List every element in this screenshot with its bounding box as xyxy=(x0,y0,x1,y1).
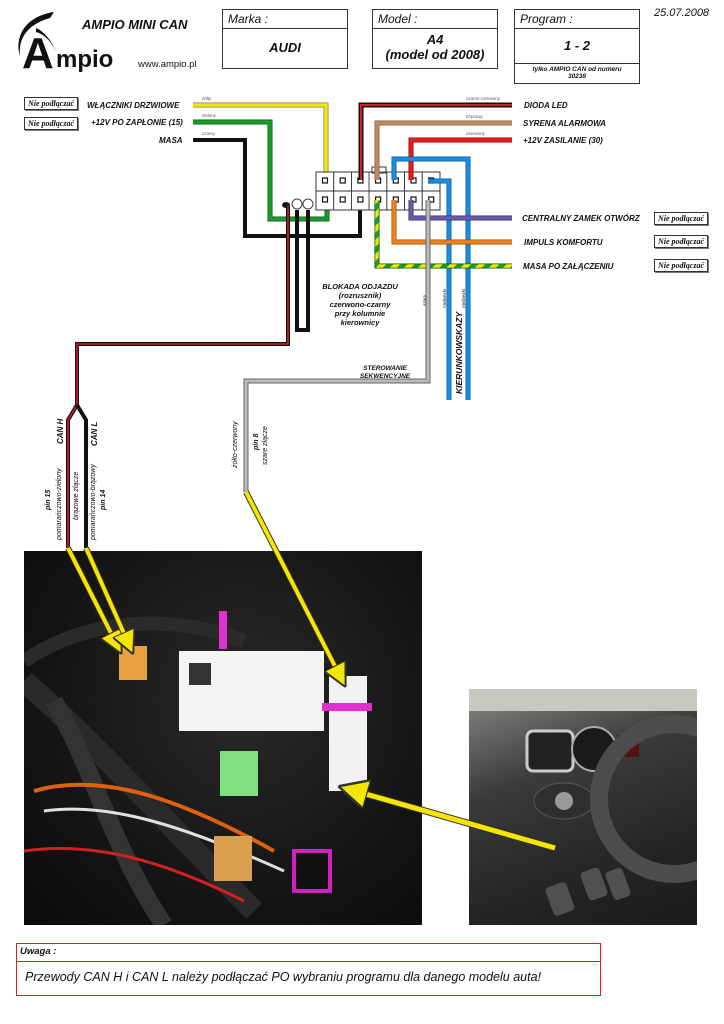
label-central-lock: CENTRALNY ZAMEK OTWÓRZ xyxy=(522,214,640,223)
wire-ground xyxy=(193,138,362,238)
wiring-diagram xyxy=(66,102,512,548)
warning-note: Uwaga : Przewody CAN H i CAN L należy po… xyxy=(16,943,601,996)
wire-ground-ignition xyxy=(374,200,512,269)
color-label-green: zielony xyxy=(202,113,217,118)
module-photo xyxy=(24,551,422,925)
color-label-blue-1: niebieski xyxy=(442,288,447,308)
program-label: Program : xyxy=(515,10,639,29)
not-connect-badge-ground: Nie podłączać xyxy=(654,259,708,272)
model-value-line2: (model od 2008) xyxy=(385,47,485,62)
wire-ignition xyxy=(193,119,330,222)
color-label-black-red: czarno-czerwony xyxy=(466,96,501,101)
logo-letter-a: A xyxy=(22,29,54,78)
sequential-label: STEROWANIE SEKWENCYJNE xyxy=(350,365,420,381)
color-label-grey: szary xyxy=(422,294,427,306)
wire-sequential xyxy=(243,200,431,492)
program-note-line2: 30238 xyxy=(567,73,587,80)
wire-can-bus xyxy=(66,202,290,548)
program-note-line1: tylko AMPIO CAN od numeru xyxy=(532,66,622,73)
sequential-line1: STEROWANIE xyxy=(363,365,407,372)
label-led: DIODA LED xyxy=(524,101,568,110)
connector-pin xyxy=(339,196,346,203)
turn-signals-label: KIERUNKOWSKAZY xyxy=(454,311,464,394)
immobilizer-line1: BLOKADA ODJAZDU xyxy=(322,282,398,291)
can-l-label: CAN L xyxy=(90,421,99,446)
ampio-logo: A mpio xyxy=(6,6,116,76)
wire-turn-signal-1 xyxy=(391,156,471,400)
logo-text: mpio xyxy=(56,46,114,73)
label-comfort: IMPULS KOMFORTU xyxy=(524,238,603,247)
warning-text: Przewody CAN H i CAN L należy podłączać … xyxy=(25,970,542,984)
color-label-blue-2: niebieski xyxy=(461,288,466,308)
label-door-switches: WŁĄCZNIKI DRZWIOWE xyxy=(87,101,180,110)
can-pin-h: pin 15 xyxy=(45,489,52,510)
sequential-line2: SEKWENCYJNE xyxy=(359,373,411,380)
connector-pin xyxy=(339,177,346,184)
can-h-color: pomarańczowo-zielony xyxy=(56,468,63,540)
connector-pin xyxy=(357,196,364,203)
marka-box: Marka : AUDI xyxy=(222,9,348,69)
grey-wire-color: żółto-czerwony xyxy=(232,421,239,468)
not-connect-badge-ignition: Nie podłączać xyxy=(24,117,78,130)
color-label-brown: brązowy xyxy=(466,114,483,119)
dashboard-photo xyxy=(469,689,697,925)
not-connect-badge-comfort: Nie podłączać xyxy=(654,235,708,248)
program-value: 1 - 2 xyxy=(515,29,639,64)
can-connector: brązowe złącze xyxy=(73,471,80,520)
model-box: Model : A4 (model od 2008) xyxy=(372,9,498,69)
grey-wire-connector: szare złącze xyxy=(262,426,269,465)
model-label: Model : xyxy=(373,10,497,29)
dashboard-photo-illustration xyxy=(469,689,697,916)
document-date: 25.07.2008 xyxy=(654,7,710,19)
connector-cell xyxy=(421,190,441,211)
immobilizer-label: BLOKADA ODJAZDU (rozrusznik) czerwono-cz… xyxy=(312,282,408,327)
label-siren: SYRENA ALARMOWA xyxy=(523,119,606,128)
connector-pin xyxy=(321,177,329,184)
label-ground-ignition: MASA PO ZAŁĄCZENIU xyxy=(523,262,614,271)
immobilizer-line4: przy kolumnie xyxy=(334,309,386,318)
wire-central-lock xyxy=(408,200,512,221)
marka-label: Marka : xyxy=(223,10,347,29)
color-label-yellow: żółty xyxy=(202,96,212,101)
connector-pin xyxy=(321,196,329,203)
product-title: AMPIO MINI CAN xyxy=(82,17,188,32)
module-photo-illustration xyxy=(24,611,372,925)
connector-pin xyxy=(428,196,435,203)
can-l-color: pomarańczowo-brązowy xyxy=(90,464,97,540)
wire-immobilizer xyxy=(291,198,314,332)
not-connect-badge-lock: Nie podłączać xyxy=(654,212,708,225)
label-ignition: +12V PO ZAPŁONIE (15) xyxy=(91,118,183,127)
label-power: +12V ZASILANIE (30) xyxy=(523,136,603,145)
wire-power xyxy=(408,137,512,180)
website-link[interactable]: www.ampio.pl xyxy=(138,59,197,70)
wire-siren xyxy=(374,120,512,180)
can-pin-l: pin 14 xyxy=(100,489,107,510)
can-h-label: CAN H xyxy=(56,418,65,444)
marka-value: AUDI xyxy=(269,40,301,55)
logo-swoosh-icon xyxy=(18,12,56,56)
grey-wire-pin: pin 8 xyxy=(253,433,260,450)
wire-led xyxy=(358,102,512,180)
wire-door-switches xyxy=(193,102,329,180)
color-label-red: czerwony xyxy=(466,131,486,136)
warning-title: Uwaga : xyxy=(17,944,600,962)
label-ground: MASA xyxy=(159,136,183,145)
program-box: Program : 1 - 2 tylko AMPIO CAN od numer… xyxy=(514,9,640,84)
color-label-black: czarny xyxy=(202,131,216,136)
not-connect-badge-door: Nie podłączać xyxy=(24,97,78,110)
model-value-line1: A4 xyxy=(426,32,444,47)
immobilizer-line5: kierownicy xyxy=(340,318,380,327)
wire-turn-signal-2 xyxy=(428,178,452,400)
immobilizer-line2: (rozrusznik) xyxy=(338,291,382,300)
wire-comfort xyxy=(391,200,512,245)
immobilizer-line3: czerwono-czarny xyxy=(329,300,391,309)
